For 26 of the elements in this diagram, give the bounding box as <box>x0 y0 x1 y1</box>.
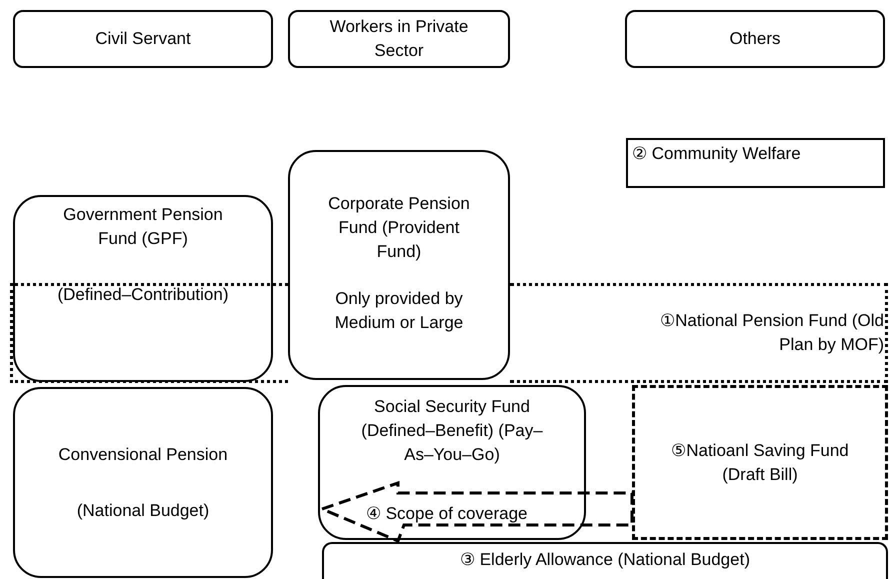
node-text: Others <box>729 28 781 50</box>
fund-box <box>318 385 586 540</box>
scheme-area <box>10 283 888 383</box>
category-box <box>288 10 510 68</box>
category-box <box>13 10 273 68</box>
node-text: Convensional Pension <box>58 444 228 466</box>
node-text: Corporate Pension Fund (Provident Fund) <box>327 193 471 263</box>
fund-box <box>13 195 273 382</box>
allowance-box <box>322 542 888 579</box>
node-text: (Defined–Contribution) <box>57 284 229 306</box>
node-text: ③ Elderly Allowance (National Budget) <box>460 549 750 571</box>
node-text: Civil Servant <box>95 28 191 50</box>
fund-box <box>13 387 273 578</box>
node-text: (National Budget) <box>76 500 210 522</box>
node-text: Only provided by Medium or Large <box>334 288 464 334</box>
node-text: ④ Scope of coverage <box>366 503 528 526</box>
scheme-box <box>626 138 885 188</box>
node-text: ①National Pension Fund (Old Plan by MOF) <box>659 310 884 356</box>
node-text: Government Pension Fund (GPF) <box>62 204 224 250</box>
coverage-arrow-shape <box>320 481 634 543</box>
node-text: ⑤Natioanl Saving Fund (Draft Bill) <box>670 440 850 486</box>
node-text: ② Community Welfare <box>632 143 801 165</box>
node-text: Workers in Private Sector <box>328 16 470 62</box>
fund-box <box>288 150 510 380</box>
node-text: Social Security Fund (Defined–Benefit) (Pay–As–You–Go) <box>360 396 544 466</box>
category-box <box>625 10 885 68</box>
